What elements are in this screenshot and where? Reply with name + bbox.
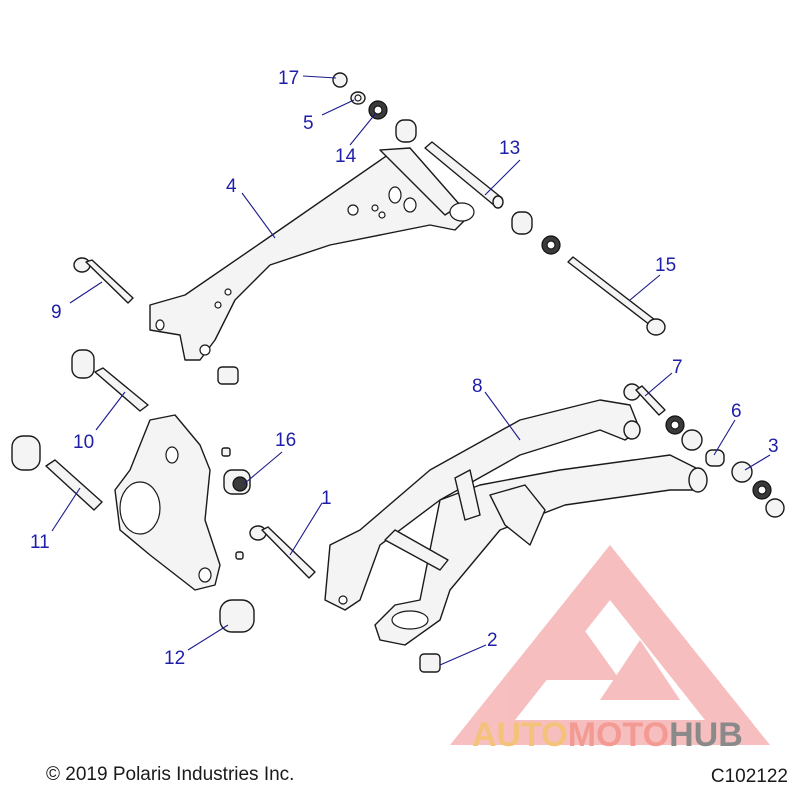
callout-16: 16 <box>275 430 296 451</box>
bushing-set-upper <box>332 72 561 255</box>
callout-11: 11 <box>30 532 50 553</box>
watermark-auto: AUTO <box>472 716 568 754</box>
callout-14: 14 <box>335 146 357 167</box>
bushing-11 <box>11 435 103 511</box>
callout-17: 17 <box>278 68 299 89</box>
nut-upper <box>217 366 239 385</box>
knuckle <box>114 414 221 591</box>
callout-6: 6 <box>731 401 742 422</box>
callout-10: 10 <box>73 432 94 453</box>
callout-12: 12 <box>164 648 185 669</box>
callout-13: 13 <box>499 138 520 159</box>
fittings <box>221 447 244 560</box>
callout-8: 8 <box>472 376 483 397</box>
bushing-10 <box>71 349 149 412</box>
bushing-set-lower <box>665 415 785 518</box>
callout-4: 4 <box>226 176 237 197</box>
long-bolt-15 <box>567 256 666 336</box>
callout-5: 5 <box>303 113 314 134</box>
leader-lines <box>51 75 771 666</box>
callout-15: 15 <box>655 255 676 276</box>
callout-9: 9 <box>51 302 62 323</box>
callout-7: 7 <box>672 357 683 378</box>
copyright-text: © 2019 Polaris Industries Inc. <box>46 764 295 785</box>
bolt-9 <box>73 257 134 304</box>
callout-3: 3 <box>768 436 779 457</box>
callout-1: 1 <box>321 488 332 509</box>
bushing-12 <box>219 599 255 633</box>
watermark-logo <box>450 545 770 745</box>
bolt-7 <box>623 383 666 416</box>
nut-2 <box>419 653 441 673</box>
callout-labels: 17 5 14 4 13 15 9 7 8 6 3 10 16 11 1 12 … <box>30 68 779 669</box>
pivot-pin-13 <box>424 141 504 209</box>
drawing-code: C102122 <box>710 766 788 787</box>
callout-2: 2 <box>487 630 498 651</box>
watermark-moto: MOTO <box>567 716 670 754</box>
watermark-text: AUTOMOTOHUB <box>472 716 743 755</box>
watermark-hub: HUB <box>669 716 743 754</box>
lower-control-arm <box>324 399 708 646</box>
bolt-1 <box>249 525 316 579</box>
upper-control-arm <box>149 147 475 361</box>
bushing-16 <box>223 469 251 495</box>
